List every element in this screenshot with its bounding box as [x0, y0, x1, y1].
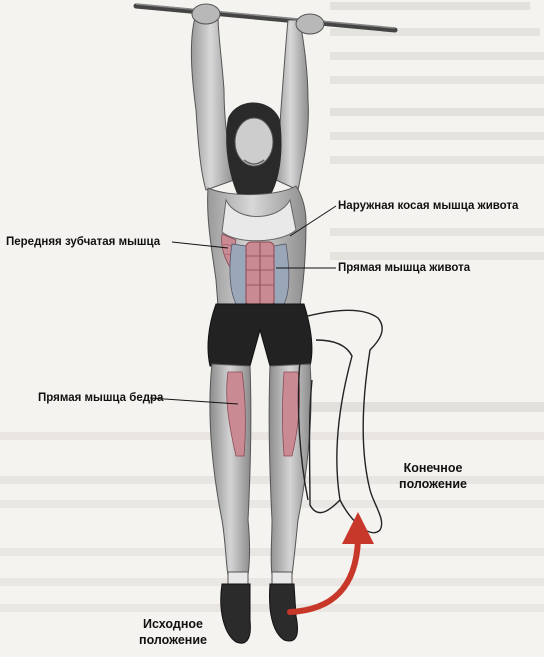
label-external-oblique: Наружная косая мышца живота — [338, 200, 519, 212]
end-position-line1: Конечное — [403, 461, 463, 475]
pull-up-bar — [133, 3, 398, 33]
label-rectus-abdominis: Прямая мышца живота — [338, 262, 471, 274]
abs-muscle — [245, 241, 275, 307]
label-serratus-anterior: Передняя зубчатая мышца — [6, 236, 161, 248]
legs-start-position — [209, 363, 312, 644]
end-position-line2: положение — [399, 477, 467, 491]
label-start-position: Исходное положение — [118, 616, 228, 648]
head — [226, 102, 282, 200]
arms — [190, 3, 325, 191]
start-position-line1: Исходное — [143, 617, 203, 631]
motion-arrow — [287, 512, 374, 615]
shorts — [207, 303, 313, 367]
label-end-position: Конечное положение — [388, 460, 478, 492]
legs-end-position-outline — [297, 309, 383, 534]
leader-lines — [149, 205, 337, 405]
label-rectus-femoris: Прямая мышца бедра — [38, 392, 164, 404]
start-position-line2: положение — [139, 633, 207, 647]
